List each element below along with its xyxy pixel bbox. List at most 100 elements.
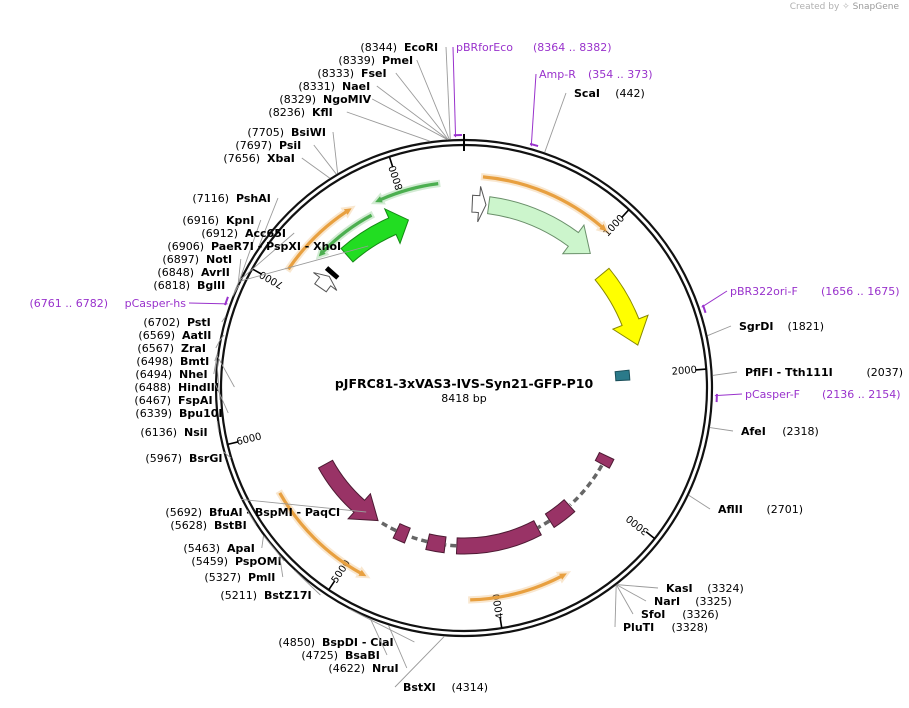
enzyme-site[interactable]: PflFI - Tth111I(2037) xyxy=(712,366,903,379)
enzyme-site[interactable]: BfuAI - BspMI - PaqCI(5692) xyxy=(165,498,367,519)
enzyme-name: BglII xyxy=(197,279,225,292)
enzyme-site[interactable]: ApaI(5463) xyxy=(183,535,264,555)
enzyme-position: (6897) xyxy=(162,253,199,266)
enzyme-site[interactable]: NgoMIV(8329) xyxy=(279,93,448,140)
enzyme-name: KasI xyxy=(666,582,693,595)
enzyme-site[interactable]: XbaI(7656) xyxy=(223,152,331,179)
enzyme-site[interactable]: PshAI(7116) xyxy=(192,192,279,248)
orf-gfp-reverse[interactable] xyxy=(315,211,376,260)
feature-hsp70-promoter[interactable] xyxy=(313,272,338,293)
enzyme-site[interactable]: AvrII(6848) xyxy=(157,266,244,292)
mini-white-intron-connector xyxy=(377,519,397,533)
primer-site[interactable]: Amp-R(354 .. 373) xyxy=(529,68,653,148)
enzyme-site[interactable]: PmlI (5327) xyxy=(204,555,284,584)
enzyme-position: (6339) xyxy=(135,407,172,420)
orf-forward-7000[interactable] xyxy=(284,205,356,273)
enzyme-site[interactable]: AfeI(2318) xyxy=(709,425,819,438)
enzyme-site[interactable]: ZraI(6567) xyxy=(137,340,220,355)
enzyme-site[interactable]: KasI(3324) xyxy=(616,582,744,595)
enzyme-site[interactable]: BstXI(4314) xyxy=(394,635,488,694)
feature-mini-white-exon-6[interactable] xyxy=(317,459,379,522)
feature-mini-white-exon-1[interactable] xyxy=(594,451,615,469)
primer-site[interactable]: pCasper-hs (6761 .. 6782) xyxy=(29,296,229,310)
enzyme-site[interactable]: PluTI(3328) xyxy=(614,585,708,634)
enzyme-position: (4622) xyxy=(328,662,365,675)
enzyme-site[interactable]: KflI(8236) xyxy=(268,106,431,142)
enzyme-site[interactable]: PmeI (8339) xyxy=(338,54,450,140)
orf-reverse-5000[interactable] xyxy=(275,489,371,579)
enzyme-name: BspDI - ClaI xyxy=(322,636,394,649)
enzyme-site[interactable]: ScaI(442) xyxy=(544,87,645,153)
enzyme-site[interactable]: FspAI(6467) xyxy=(134,359,221,407)
enzyme-leader-line xyxy=(394,635,445,688)
enzyme-site[interactable]: SfoI(3326) xyxy=(616,584,719,621)
enzyme-site[interactable]: HindIII(6488) xyxy=(134,355,235,394)
orf-reverse-8000[interactable] xyxy=(370,179,441,205)
enzyme-site[interactable]: NruI(4622) xyxy=(328,625,408,675)
enzyme-site[interactable]: PspOMI(5459) xyxy=(191,535,285,568)
enzyme-site[interactable]: PsiI(7697) xyxy=(235,139,337,175)
feature-mini-white-exon-3[interactable] xyxy=(455,520,542,555)
enzyme-position: (5628) xyxy=(170,519,207,532)
enzyme-site[interactable]: BsrGI(5967) xyxy=(145,451,232,465)
enzyme-position: (6498) xyxy=(136,355,173,368)
enzyme-site[interactable]: AatII(6569) xyxy=(138,329,225,342)
orf-ampr[interactable] xyxy=(480,173,611,235)
enzyme-site[interactable]: KpnI(6916) xyxy=(182,214,262,280)
enzyme-site[interactable]: NotI(6897) xyxy=(162,253,242,283)
enzyme-leader-line xyxy=(213,354,218,375)
feature-mini-white-exon-4[interactable] xyxy=(425,533,447,554)
enzyme-site[interactable]: BmtI(6498) xyxy=(136,353,218,368)
primer-site[interactable]: pCasper-F(2136 .. 2154) xyxy=(714,388,901,403)
feature-ori[interactable] xyxy=(594,267,649,346)
feature-mini-white-exon-2[interactable] xyxy=(544,498,576,529)
enzyme-site[interactable]: SgrDI(1821) xyxy=(707,320,824,337)
enzyme-name: PmeI xyxy=(382,54,413,67)
enzyme-position: (8339) xyxy=(338,54,375,67)
feature-attb[interactable] xyxy=(614,369,631,382)
enzyme-leader-line xyxy=(712,371,738,376)
enzyme-site[interactable]: EcoRI(8344) xyxy=(360,41,451,140)
enzyme-name: PmlI xyxy=(248,571,275,584)
enzyme-name: PspOMI xyxy=(235,555,282,568)
primer-leader-line xyxy=(530,73,537,147)
enzyme-site[interactable]: NaeI(8331) xyxy=(298,80,449,140)
enzyme-leader-line xyxy=(232,284,240,297)
enzyme-name: AatII xyxy=(182,329,211,342)
enzyme-name: BsrGI xyxy=(189,452,222,465)
enzyme-site[interactable]: NsiI(6136) xyxy=(140,420,220,439)
enzyme-site[interactable]: BsiWI(7705) xyxy=(247,126,339,174)
enzyme-name: ScaI xyxy=(574,87,600,100)
primer-site[interactable]: pBR322ori-F(1656 .. 1675) xyxy=(701,285,900,314)
feature-mhc-intron[interactable] xyxy=(324,266,340,280)
enzyme-leader-line xyxy=(376,85,449,140)
enzyme-position: (8236) xyxy=(268,106,305,119)
enzyme-site[interactable]: BstZ17I(5211) xyxy=(220,570,321,602)
enzyme-site[interactable]: NarI(3325) xyxy=(616,584,732,608)
enzyme-name: BfuAI - BspMI - PaqCI xyxy=(209,506,340,519)
primer-site[interactable]: pBRforEco(8364 .. 8382) xyxy=(452,41,612,138)
feature-ampr-promoter[interactable] xyxy=(471,186,487,223)
feature-ampr[interactable] xyxy=(487,196,591,255)
enzyme-site[interactable]: BstBI(5628) xyxy=(170,509,257,532)
tick-label: 3000 xyxy=(624,512,651,536)
enzyme-site[interactable]: BglII(6818) xyxy=(153,279,240,297)
enzyme-site[interactable]: Acc65I(6912) xyxy=(201,227,295,281)
enzyme-position: (5327) xyxy=(204,571,241,584)
enzyme-site[interactable]: FseI(8333) xyxy=(317,67,449,140)
enzyme-position: (8329) xyxy=(279,93,316,106)
tick-label: 8000 xyxy=(387,164,405,192)
primer-name: pCasper-hs xyxy=(125,297,187,310)
enzyme-site[interactable]: Bpu10I(6339) xyxy=(135,383,229,420)
enzyme-site[interactable]: PaeR7I - PspXI - XhoI(6906) xyxy=(167,240,369,282)
orf-mini-white-reverse[interactable] xyxy=(468,571,572,604)
orf-arrows xyxy=(275,173,611,604)
primer-range: (8364 .. 8382) xyxy=(533,41,612,54)
primer-range: (6761 .. 6782) xyxy=(29,297,108,310)
enzyme-site[interactable]: BspDI - ClaI(4850) xyxy=(278,608,415,649)
feature-mini-white-exon-5[interactable] xyxy=(392,522,411,544)
enzyme-site[interactable]: NheI(6494) xyxy=(135,354,218,381)
enzyme-site[interactable]: BsaBI(4725) xyxy=(301,618,388,662)
enzyme-site[interactable]: AflII(2701) xyxy=(688,494,803,516)
enzyme-site[interactable]: PstI(6702) xyxy=(143,316,226,329)
